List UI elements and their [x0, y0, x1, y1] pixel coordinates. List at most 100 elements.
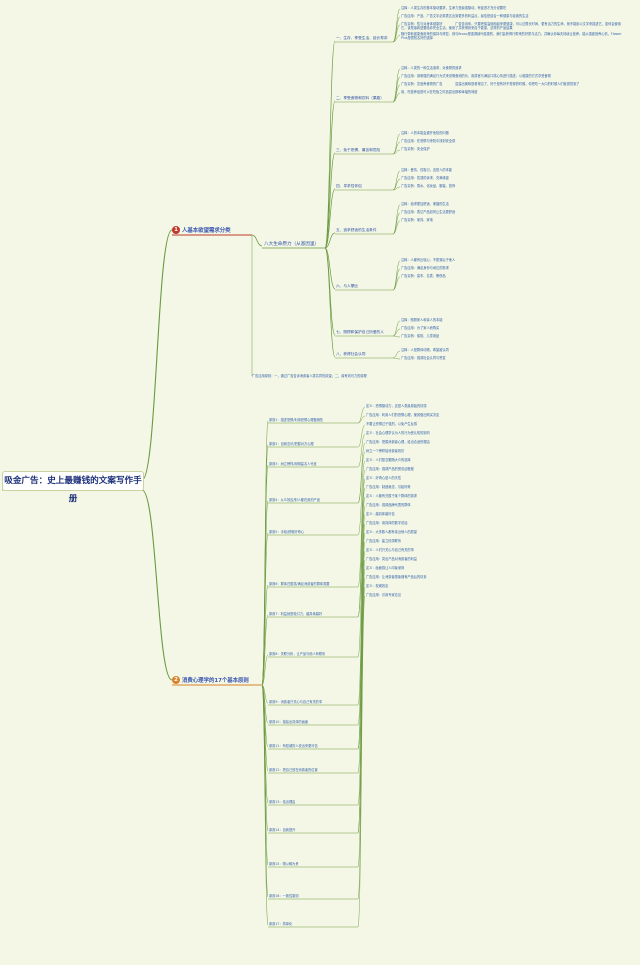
- category-5[interactable]: 五、追求舒适的生活条件: [336, 228, 377, 232]
- principle-note[interactable]: 广告应用：制造悬念，引起好奇: [366, 485, 411, 489]
- principle-note[interactable]: 树立一个榜样给消费者效仿: [366, 449, 405, 453]
- link-line: [251, 234, 263, 247]
- note-text[interactable]: 广告实例：家具、家电: [401, 218, 433, 222]
- principle-item[interactable]: 原则10：描绘出具体的画面: [269, 720, 309, 724]
- link-line: [392, 35, 401, 43]
- category-7[interactable]: 七、照顾和保护自己所爱的人: [336, 330, 384, 334]
- principle-note[interactable]: 定义：权威效应: [366, 584, 389, 588]
- principle-note[interactable]: 广告应用：强调品牌代表的群体: [366, 503, 411, 507]
- principle-note[interactable]: 广告应用：强调产品的受欢迎程度: [366, 467, 414, 471]
- note-text[interactable]: 广告实例：性与对身体健康好 广告告诉你，只要把保温使用起来更健康，可以过很长时间…: [401, 22, 621, 31]
- principle-item[interactable]: 原则7：利益就是吸引力，越具体越好: [269, 612, 323, 616]
- principle-item[interactable]: 原则12：把自己放在消费者的位置: [269, 768, 318, 772]
- link-line: [357, 415, 366, 424]
- principle-item[interactable]: 原则14：自我提升: [269, 828, 296, 832]
- principle-item[interactable]: 原则4：从众效应/别人都在用的产品: [269, 498, 320, 502]
- principle-item[interactable]: 原则9：消费者只关心与自己有关的事: [269, 700, 323, 704]
- principle-item[interactable]: 原则2：自我意识/把握对方心理: [269, 442, 314, 446]
- category-8[interactable]: 八、获得社会认同: [336, 352, 366, 356]
- branch-1-summary[interactable]: 广告应用原则：一，通过广告告诉消费者人类共同的欲望；二，最有效可力的原理: [252, 374, 367, 378]
- link-line: [392, 149, 401, 155]
- principle-note[interactable]: 定义：人们愿意跟随大众的选择: [366, 458, 411, 462]
- principle-item[interactable]: 原则3：树立榜样/用明星名人代言: [269, 462, 317, 466]
- link-line: [324, 247, 336, 358]
- note-text[interactable]: 广告实例：安全保护: [401, 147, 430, 151]
- note-text[interactable]: 注释：爱情、性吸引，这是人的本能: [401, 168, 452, 172]
- branch-number-badge: 1: [172, 226, 180, 234]
- principle-note[interactable]: 不要让恐惧过于强烈，以免产生反感: [366, 422, 417, 426]
- link-line: [324, 100, 336, 249]
- link-line: [324, 232, 336, 249]
- note-text[interactable]: 广告应用：满足身份与地位的需求: [401, 266, 449, 270]
- principle-note[interactable]: 定义：越具体越可信: [366, 512, 395, 516]
- note-text[interactable]: 用，吃营养品是可以在吃饭之时品尝出那种幸福的味道: [401, 90, 478, 94]
- principle-item[interactable]: 原则17：简单化: [269, 922, 293, 926]
- category-1[interactable]: 一、生存、享受生活、延长寿命: [336, 36, 388, 40]
- principle-note[interactable]: 广告应用：用具体的数字说话: [366, 521, 408, 525]
- principle-note[interactable]: 定义：画面感让人印象深刻: [366, 566, 405, 570]
- principle-item[interactable]: 原则16：一致性原则: [269, 894, 299, 898]
- note-text[interactable]: 广告应用：表达产品如何让生活更舒适: [401, 210, 456, 214]
- principle-note[interactable]: 定义：人都有归属于某个群体的需求: [366, 494, 417, 498]
- note-text[interactable]: 注释：照顾家人和亲人的本能: [401, 318, 443, 322]
- note-text[interactable]: 广告实例：香水、化妆品、服装、首饰: [401, 184, 456, 188]
- principle-note[interactable]: 广告应用：让消费者想象拥有产品后的情景: [366, 575, 427, 579]
- principle-item[interactable]: 原则1：描述恐惧/利用恐惧心理做销售: [269, 418, 324, 422]
- link-line: [141, 229, 173, 481]
- link-line: [324, 188, 336, 249]
- link-line: [357, 469, 366, 588]
- principle-item[interactable]: 原则8：关联分析，让产品与他人有联系: [269, 652, 326, 656]
- link-line: [392, 76, 401, 103]
- note-text[interactable]: 广告实例：保险、儿童用品: [401, 334, 440, 338]
- link-line: [261, 684, 269, 926]
- note-text[interactable]: 注释：人类的一种生活追求，对食物的追求: [401, 66, 462, 70]
- link-line: [392, 335, 401, 338]
- note-text[interactable]: 广告应用：性感的诉求，充满诱惑: [401, 176, 449, 180]
- principle-item[interactable]: 原则13：给出理由: [269, 800, 296, 804]
- link-line: [392, 350, 401, 359]
- link-line: [357, 487, 366, 618]
- principle-item[interactable]: 原则11：有权威的人说出来更可信: [269, 744, 318, 748]
- link-line: [261, 684, 269, 748]
- principle-note[interactable]: 定义：好奇心是人的天性: [366, 476, 402, 480]
- link-line: [357, 514, 366, 726]
- note-text[interactable]: 注释：人的本能会避开危险的问题: [401, 131, 449, 135]
- root-topic[interactable]: 吸金广告：史上最赚钱的文案写作手册: [2, 471, 144, 504]
- category-4[interactable]: 四、寻求性伴侣: [336, 184, 362, 188]
- branch-1-title[interactable]: 人基本欲望需求分类: [182, 228, 231, 234]
- link-line: [357, 460, 366, 536]
- principle-item[interactable]: 原则15：物以稀为贵: [269, 862, 299, 866]
- note-text[interactable]: 广告应用：产品、广告文字必需表达出到更多的利益点，最佳是结合一种健康与延续的生活: [401, 14, 529, 18]
- note-text[interactable]: 广告应用：为了家人而购买: [401, 326, 440, 330]
- branch-2-title[interactable]: 消费心理学的17个基本原则: [182, 678, 249, 684]
- note-text[interactable]: 广告实例：豪车、名表、奢侈品: [401, 274, 446, 278]
- link-line: [392, 186, 401, 191]
- note-text[interactable]: 广告应用：在恐惧与惊险中找到安全感: [401, 139, 456, 143]
- principle-note[interactable]: 定义：大多数人都有亲近他人的愿望: [366, 530, 417, 534]
- note-text[interactable]: 注释：人类生存的基本驱动要求，生命力是最强驱动，有促进才充分说要吃: [401, 6, 507, 10]
- note-text[interactable]: 注释：人是群体动物，希望被认同: [401, 348, 449, 352]
- note-text[interactable]: 注释：人都有比较心，不愿落后于他人: [401, 258, 456, 262]
- principle-note[interactable]: 定义：人们只关心与自己有关的事: [366, 548, 414, 552]
- link-line: [392, 268, 401, 291]
- principle-item[interactable]: 原则6：群体归属感/满足消费者的群体需要: [269, 582, 330, 586]
- link-line: [261, 614, 269, 686]
- principle-note[interactable]: 广告应用：突出产品对消费者的利益: [366, 557, 417, 561]
- principle-note[interactable]: 定义：社会心理学认为人的行为受认知的影响: [366, 431, 430, 435]
- branch-1-subtitle[interactable]: 八大生命原力（从基因里）: [264, 242, 320, 247]
- category-6[interactable]: 六、与人攀比: [336, 284, 359, 288]
- link-line: [392, 24, 401, 43]
- category-2[interactable]: 二、享受食物和饮料（果腹）: [336, 96, 384, 100]
- note-text[interactable]: 广告实例：富营养食物的广告 显露出美味是看得见了，好于是有好不觉得的时候，你把吃…: [401, 82, 580, 86]
- note-text[interactable]: 广告应用：强调社会认同与赞赏: [401, 356, 446, 360]
- principle-note[interactable]: 广告应用：引用专家意见: [366, 593, 402, 597]
- principle-item[interactable]: 原则5：手段/获取好奇心: [269, 530, 304, 534]
- note-text[interactable]: 广告应用：用明强的满足行为式来说明食用的乐，用感官与满足口感心情进行描述，以健康…: [401, 74, 551, 78]
- category-3[interactable]: 三、免于恐惧、痛苦和危险: [336, 148, 381, 152]
- principle-note[interactable]: 广告应用：把握消费者心理，给出合适的理由: [366, 440, 430, 444]
- note-text[interactable]: 随行带着健康食用来的保持与修复，则与Broco是强调绿叶健康的，我们会获得行带来…: [401, 32, 622, 41]
- principle-note[interactable]: 定义：恐惧驱动力，这是人类最原始的情感: [366, 404, 427, 408]
- principle-note[interactable]: 广告应用：建立情感联系: [366, 539, 402, 543]
- principle-note[interactable]: 广告应用：利用人们的恐惧心理，使其做出购买决定: [366, 413, 440, 417]
- note-text[interactable]: 注释：追求更加舒适、便捷的生活: [401, 202, 449, 206]
